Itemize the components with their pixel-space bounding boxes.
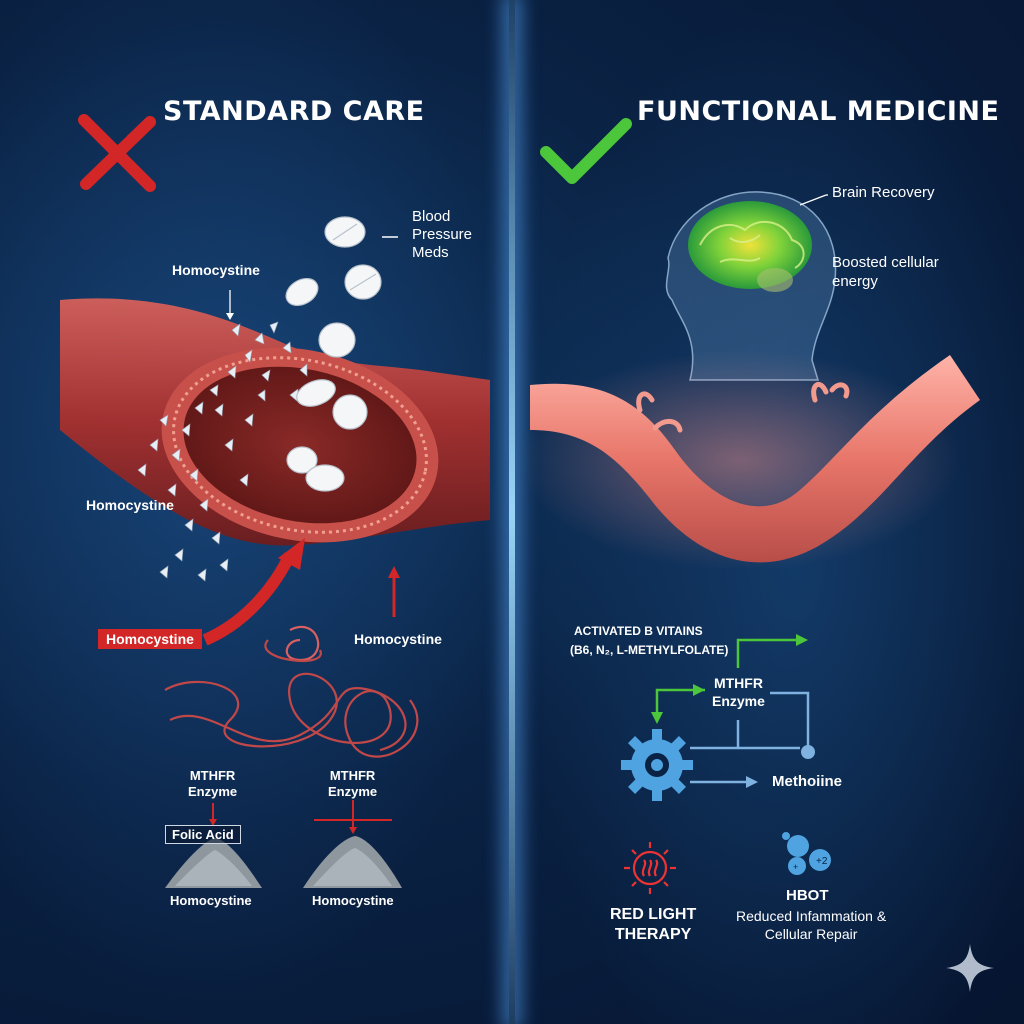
brain-recovery-label: Brain Recovery <box>832 184 935 201</box>
cellular-energy-label: Boosted cellular energy <box>832 254 939 290</box>
red-light-therapy-label: RED LIGHT THERAPY <box>610 906 697 943</box>
gear-icon <box>621 729 693 801</box>
mthfr-enzyme-label-functional: MTHFR Enzyme <box>712 675 765 709</box>
homocystine-pile-label-left: Homocystine <box>170 893 252 908</box>
healthy-blood-vessel <box>520 350 980 570</box>
blood-pressure-pills <box>285 216 382 492</box>
homocystine-label-right: Homocystine <box>354 631 442 647</box>
center-divider <box>509 0 515 1024</box>
homocystine-red-tag: Homocystine <box>98 629 202 649</box>
mthfr-enzyme-label-right: MTHFR Enzyme <box>328 768 378 800</box>
brain-leader-line <box>799 194 827 206</box>
methionine-label: Methoiine <box>772 773 842 790</box>
methylation-pathway <box>651 634 815 788</box>
svg-text:+2: +2 <box>816 856 828 867</box>
brain-icon <box>688 201 812 292</box>
check-mark-icon <box>540 118 632 184</box>
x-mark-icon <box>78 114 156 192</box>
homocystine-pile-left <box>165 838 262 888</box>
sparkle-icon <box>946 944 994 992</box>
homocystine-pile-right <box>303 836 402 888</box>
homocystine-crystals <box>137 321 308 582</box>
blood-pressure-meds-label: Blood Pressure Meds <box>412 208 473 261</box>
homocystine-pile-label-right: Homocystine <box>312 893 394 908</box>
activated-b-vitamins-sub: (B6, N₂, L-METHYLFOLATE) <box>570 643 729 657</box>
svg-text:+: + <box>793 862 798 872</box>
hbot-oxygen-icon: + +2 <box>782 832 831 875</box>
red-light-icon <box>624 842 676 894</box>
red-curved-arrow <box>202 552 296 646</box>
mthfr-enzyme-label-left: MTHFR Enzyme <box>188 768 238 800</box>
tangled-enzyme-strand <box>164 626 419 758</box>
homocystine-label-top: Homocystine <box>172 262 260 278</box>
homocystine-label-mid: Homocystine <box>86 497 174 513</box>
folic-acid-label: Folic Acid <box>165 825 241 844</box>
hbot-label: HBOT <box>786 887 829 904</box>
activated-b-vitamins-title: ACTIVATED B VITAINS <box>574 624 703 638</box>
hbot-description: Reduced Infammation & Cellular Repair <box>736 908 887 942</box>
damaged-blood-vessel <box>60 298 490 546</box>
standard-care-heading: STANDARD CARE <box>163 96 425 127</box>
functional-medicine-heading: FUNCTIONAL MEDICINE <box>637 96 1000 127</box>
